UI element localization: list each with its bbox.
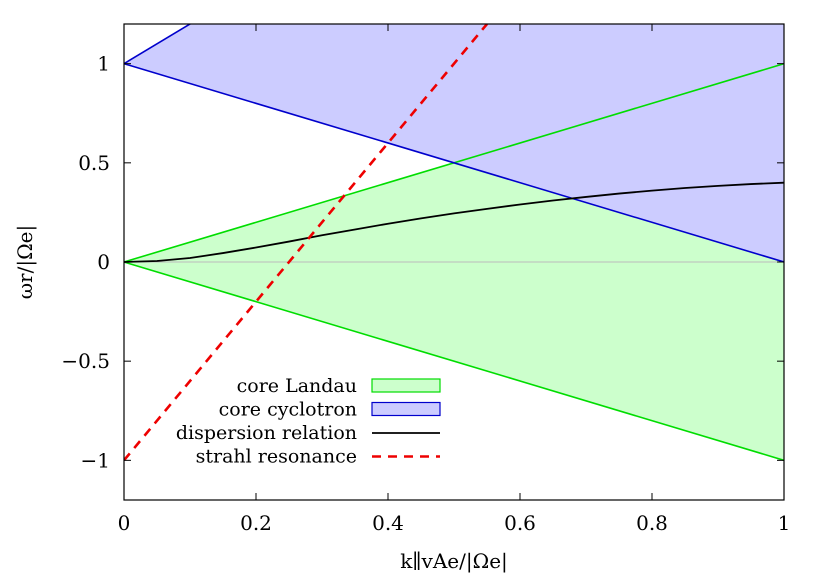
y-tick-label: −0.5 — [61, 349, 110, 373]
legend-label-strahl-resonance: strahl resonance — [196, 446, 357, 468]
x-tick-label: 0.4 — [372, 511, 404, 535]
y-tick-label: 0.5 — [78, 151, 110, 175]
dispersion-relation-line — [124, 181, 784, 263]
y-axis-label: ωr/|Ωe| — [13, 225, 38, 300]
x-axis-label: k∥vAe/|Ωe| — [400, 549, 508, 574]
x-tick-label: 1 — [778, 511, 791, 535]
x-tick-label: 0.6 — [504, 511, 536, 535]
legend-label-dispersion-relation: dispersion relation — [176, 422, 357, 444]
legend-swatch-core-landau — [371, 378, 441, 393]
strahl-resonance-line — [124, 24, 488, 462]
x-tick-label: 0 — [118, 511, 131, 535]
x-tick-label: 0.2 — [240, 511, 272, 535]
legend-label-core-cyclotron: core cyclotron — [219, 399, 357, 421]
y-tick-label: 1 — [97, 52, 110, 76]
core-cyclotron-lower-edge — [124, 62, 784, 263]
y-tick-label: 0 — [97, 250, 110, 274]
legend-swatch-core-cyclotron — [371, 401, 441, 417]
core-cyclotron-band — [124, 24, 784, 262]
x-tick-label: 0.8 — [636, 511, 668, 535]
core-landau-lower-edge — [124, 261, 784, 462]
legend-label-core-landau: core Landau — [237, 375, 357, 397]
y-tick-label: −1 — [81, 448, 110, 472]
